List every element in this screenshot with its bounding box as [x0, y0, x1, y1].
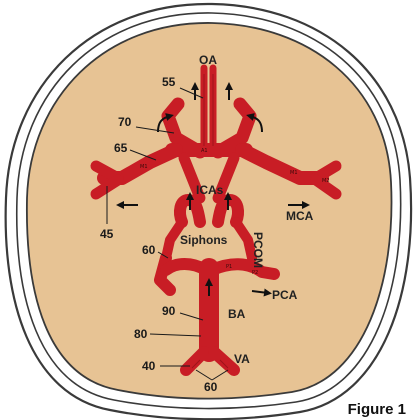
segment-label-p1: P1 — [226, 264, 232, 270]
label-icas: ICAs — [196, 183, 224, 197]
segment-label-m1-left: M1 — [140, 164, 148, 170]
number-40: 40 — [142, 359, 156, 373]
label-pca: PCA — [272, 288, 298, 302]
label-pcom: PCOM — [251, 232, 265, 268]
segment-label-a1: A1 — [201, 148, 208, 154]
label-va: VA — [234, 352, 250, 366]
number-60-left: 60 — [142, 243, 156, 257]
segment-label-m2-right: M2 — [322, 178, 330, 184]
segment-label-m1-right: M1 — [290, 170, 298, 176]
number-65: 65 — [114, 141, 128, 155]
segment-label-p2: P2 — [252, 270, 258, 276]
number-80: 80 — [134, 327, 148, 341]
label-mca: MCA — [286, 209, 314, 223]
number-55: 55 — [162, 75, 176, 89]
figure-caption: Figure 1 — [346, 401, 408, 418]
number-60-bottom: 60 — [204, 380, 218, 394]
number-70: 70 — [118, 115, 132, 129]
number-90: 90 — [162, 304, 176, 318]
label-oa: OA — [199, 53, 217, 67]
label-siphons: Siphons — [180, 233, 228, 247]
label-ba: BA — [228, 307, 246, 321]
number-45: 45 — [100, 227, 114, 241]
